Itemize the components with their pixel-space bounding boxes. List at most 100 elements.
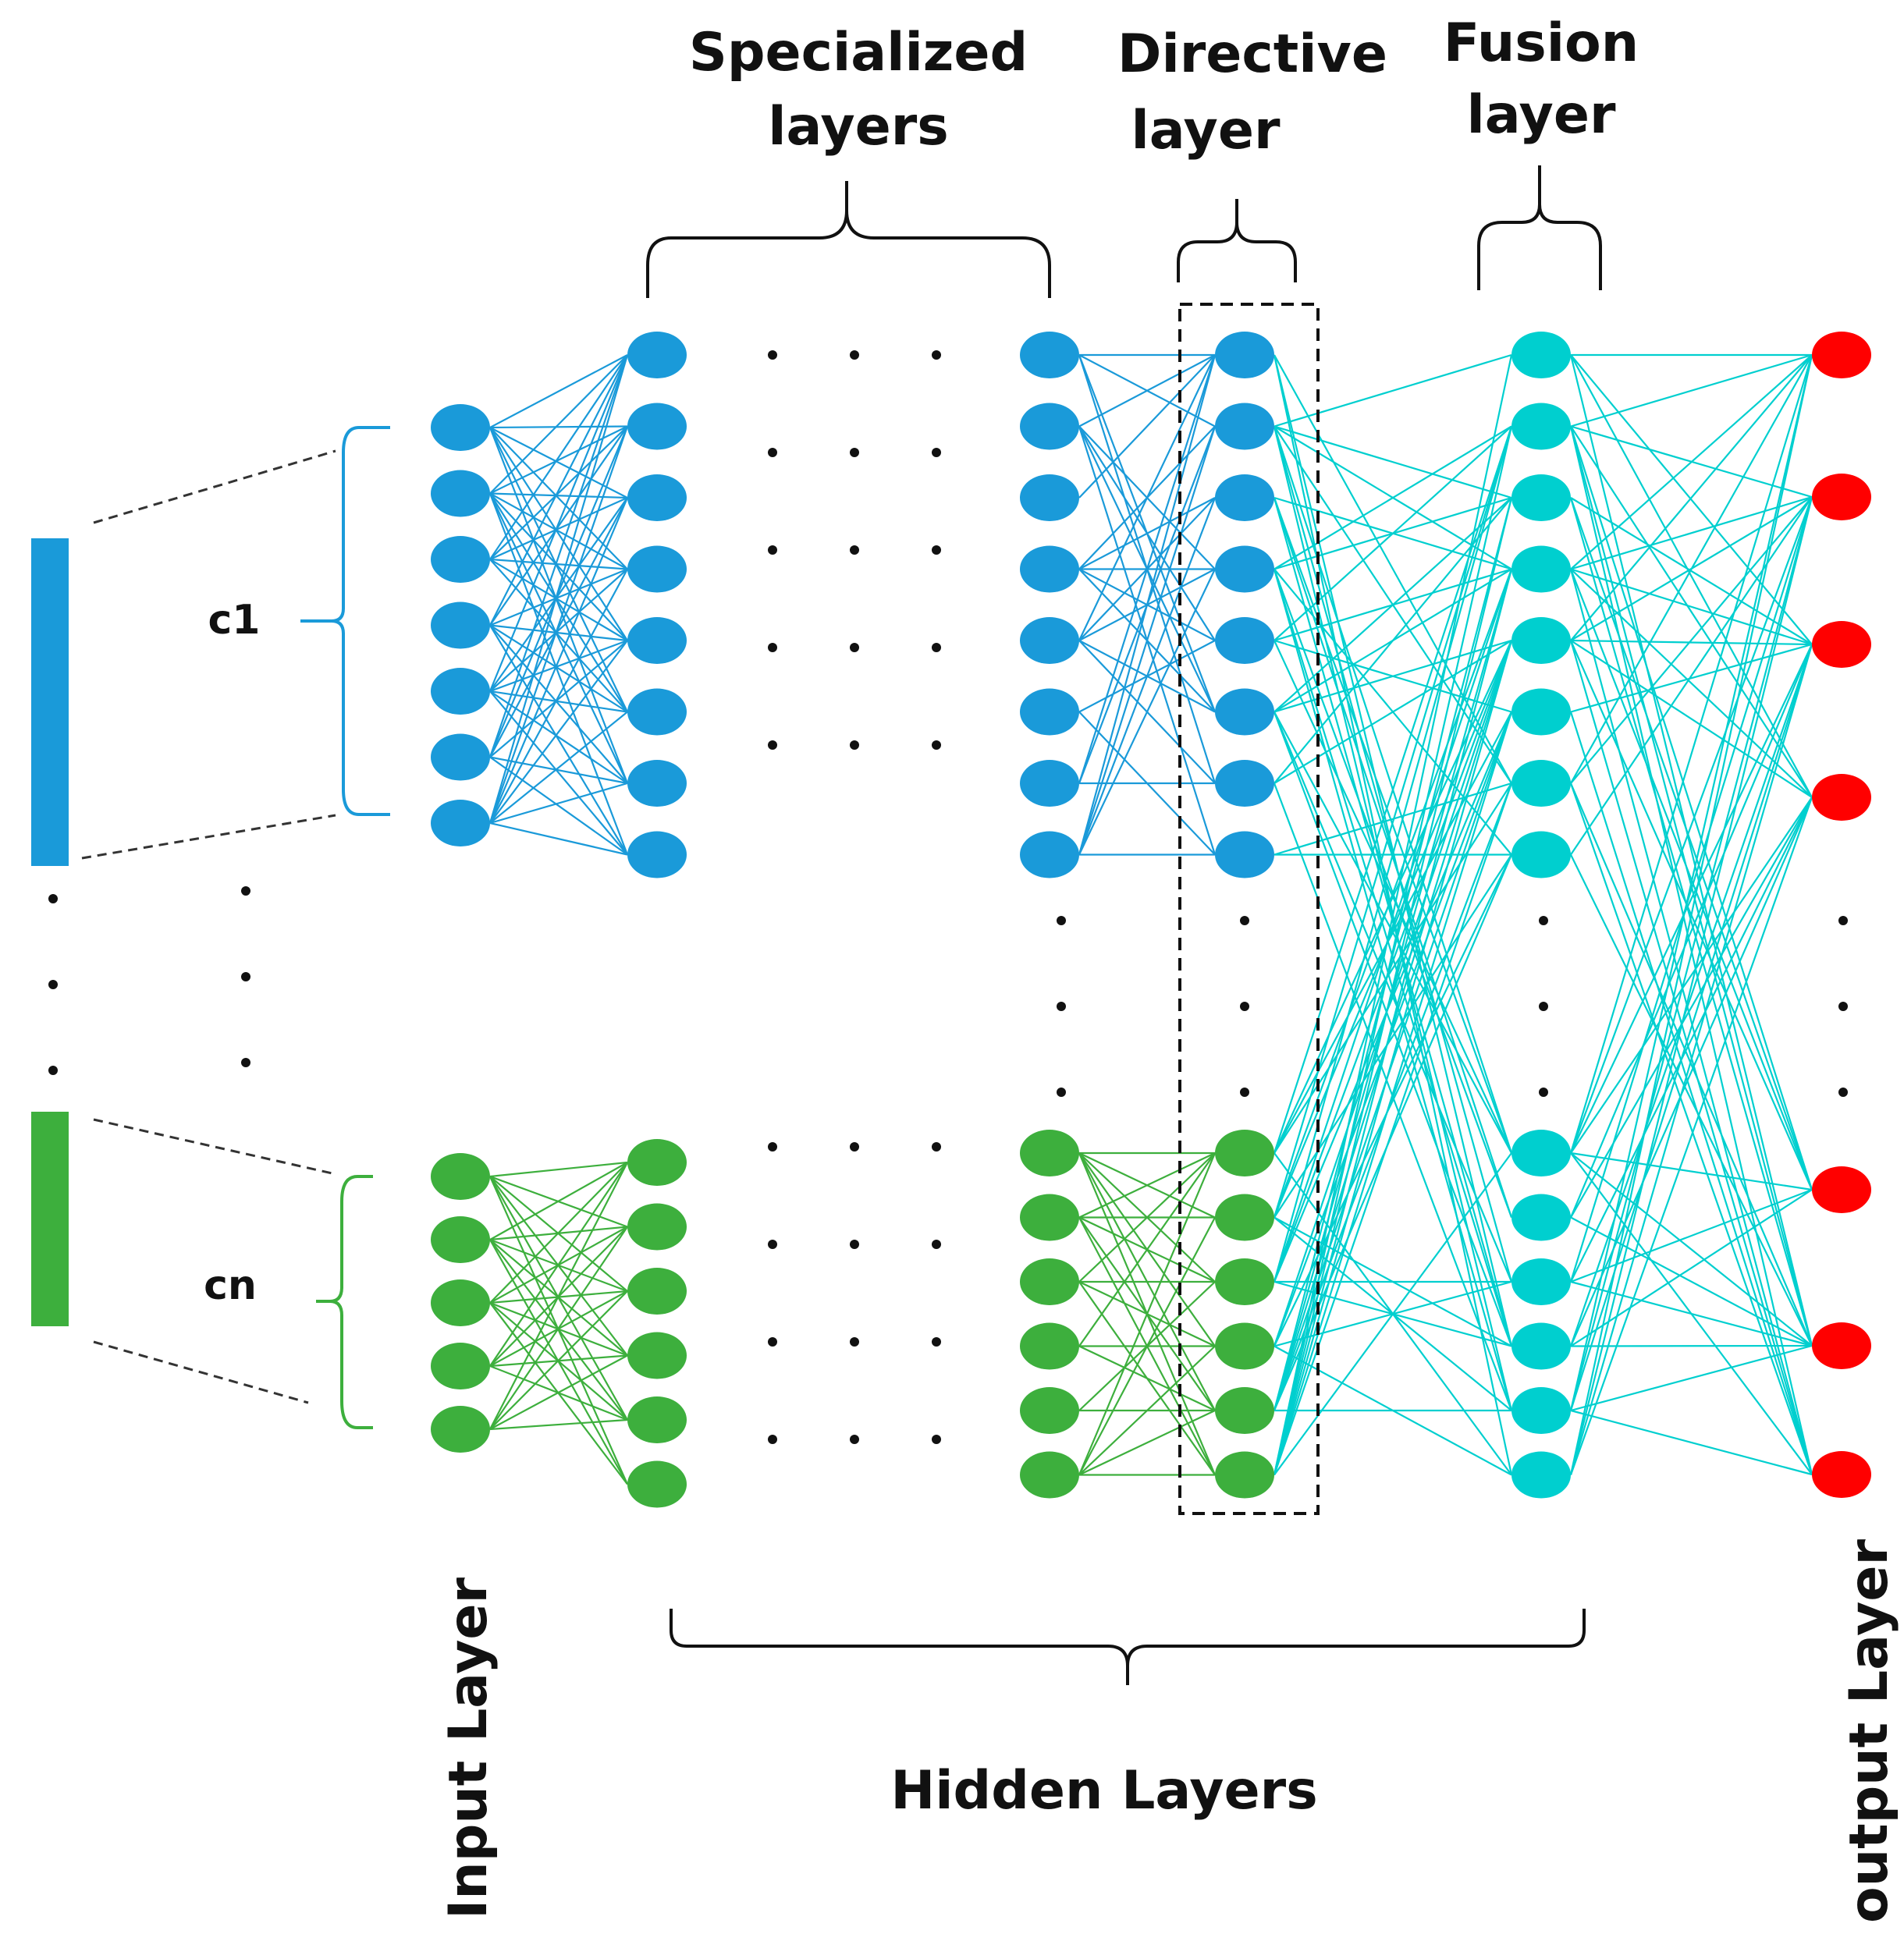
ellipsis-dot: [768, 1435, 777, 1444]
edge-input-specialized-c1: [489, 496, 628, 561]
input-vector-c1-bar: [31, 538, 69, 866]
edge-directive-fusion: [1273, 711, 1513, 1283]
edge-directive-fusion: [1273, 569, 1513, 1347]
node-s1b-0: [1020, 332, 1079, 378]
edge-input-specialized-c1: [489, 354, 628, 428]
edge-input-specialized-c1: [488, 426, 629, 824]
ellipsis-dot: [768, 1337, 777, 1347]
edge-specialized-directive-c1: [1078, 497, 1216, 570]
edge-directive-fusion: [1273, 640, 1513, 1347]
edge-fusion-output: [1569, 496, 1813, 1411]
ellipsis-dot: [1057, 1088, 1066, 1097]
edge-directive-fusion: [1273, 426, 1513, 1218]
edge-directive-fusion: [1273, 569, 1513, 1475]
ellipsis-dot: [48, 894, 58, 903]
node-d1-6: [1215, 760, 1274, 807]
edge-input-specialized-c1: [489, 690, 628, 784]
edge-input-specialized-cn: [489, 1354, 628, 1430]
edge-input-specialized-c1: [489, 427, 628, 641]
ellipsis-dot: [768, 643, 777, 652]
edge-fusion-output: [1569, 496, 1813, 1283]
node-s2a-1: [627, 1203, 687, 1251]
edge-fusion-output: [1570, 1344, 1813, 1412]
directive-layer-title-line1: Directive: [1117, 23, 1387, 85]
node-d1-0: [1215, 332, 1274, 378]
ellipsis-dot: [241, 972, 250, 981]
node-s1b-1: [1020, 403, 1079, 450]
edge-input-specialized-c1: [489, 624, 628, 713]
node-s2b-5: [1020, 1451, 1079, 1499]
edge-directive-fusion: [1273, 711, 1513, 1347]
edge-directive-fusion: [1273, 640, 1513, 1411]
edge-input-specialized-c1: [489, 559, 628, 641]
node-in2-4: [431, 1406, 490, 1453]
node-s1a-2: [627, 474, 687, 521]
neuron-nodes: [431, 332, 1871, 1508]
ellipsis-dot: [850, 545, 859, 555]
node-fus-3: [1511, 545, 1571, 593]
node-d1-4: [1215, 617, 1274, 664]
node-s2b-0: [1020, 1130, 1079, 1176]
edge-specialized-directive-c1: [1078, 426, 1217, 855]
edge-fusion-output: [1570, 568, 1813, 646]
edge-fusion-output: [1570, 1409, 1813, 1476]
ellipsis-dots: [48, 350, 1848, 1444]
edge-fusion-output: [1570, 354, 1813, 570]
edge-directive-fusion: [1273, 497, 1513, 1154]
node-d2-5: [1215, 1451, 1274, 1499]
ellipsis-dot: [768, 740, 777, 750]
edge-input-specialized-c1: [489, 427, 628, 499]
edge-directive-fusion: [1273, 569, 1513, 1283]
node-s1b-4: [1020, 617, 1079, 664]
edge-input-specialized-c1: [488, 354, 629, 824]
node-in1-5: [431, 733, 490, 781]
edge-fusion-output: [1570, 354, 1813, 798]
node-s2a-0: [627, 1139, 687, 1186]
edge-input-specialized-c1: [489, 568, 628, 824]
edge-fusion-output: [1570, 1188, 1813, 1283]
edge-specialized-directive-c1: [1078, 354, 1216, 641]
node-s1b-5: [1020, 688, 1079, 736]
edge-input-specialized-c1: [489, 354, 628, 495]
edge-directive-fusion: [1273, 782, 1513, 1475]
edge-input-specialized-c1: [489, 492, 628, 570]
edge-fusion-output: [1570, 497, 1813, 645]
ellipsis-dot: [1539, 1002, 1548, 1011]
node-s1a-5: [627, 688, 687, 736]
edge-input-specialized-c1: [489, 427, 628, 570]
ellipsis-dot: [1057, 1002, 1066, 1011]
edge-input-specialized-c1: [489, 492, 628, 641]
edge-fusion-output: [1569, 644, 1813, 1475]
edge-input-specialized-c1: [489, 425, 628, 626]
edge-fusion-output: [1569, 496, 1813, 1154]
edge-specialized-directive-cn: [1078, 1345, 1216, 1476]
edge-specialized-directive-c1: [1078, 354, 1216, 428]
ellipsis-dot: [1057, 916, 1066, 925]
node-s1b-6: [1020, 760, 1079, 807]
node-d2-4: [1215, 1387, 1274, 1434]
hidden-layers-title: Hidden Layers: [890, 1760, 1317, 1822]
edge-input-specialized-c1: [488, 493, 629, 855]
edge-fusion-output: [1570, 353, 1813, 428]
edge-specialized-directive-cn: [1078, 1152, 1216, 1219]
ellipsis-dot: [1539, 916, 1548, 925]
edge-directive-fusion: [1273, 426, 1513, 1475]
edge-directive-fusion: [1273, 853, 1512, 1219]
ellipsis-dot: [850, 643, 859, 652]
node-in2-3: [431, 1343, 490, 1389]
edge-directive-fusion: [1273, 1152, 1512, 1476]
edge-input-specialized-c1: [489, 624, 628, 856]
ellipsis-dot: [768, 448, 777, 457]
edge-specialized-directive-c1: [1078, 497, 1217, 855]
edge-fusion-output: [1570, 354, 1813, 645]
ellipsis-dot: [850, 1435, 859, 1444]
edge-fusion-output: [1570, 644, 1813, 1154]
node-d2-0: [1215, 1130, 1274, 1176]
ellipsis-dot: [932, 1142, 941, 1152]
ellipsis-dot: [768, 350, 777, 360]
edge-fusion-output: [1569, 354, 1813, 1411]
node-out-6: [1812, 1451, 1871, 1498]
ellipsis-dot: [932, 448, 941, 457]
node-out-1: [1812, 474, 1871, 520]
edge-fusion-output: [1570, 1152, 1813, 1191]
